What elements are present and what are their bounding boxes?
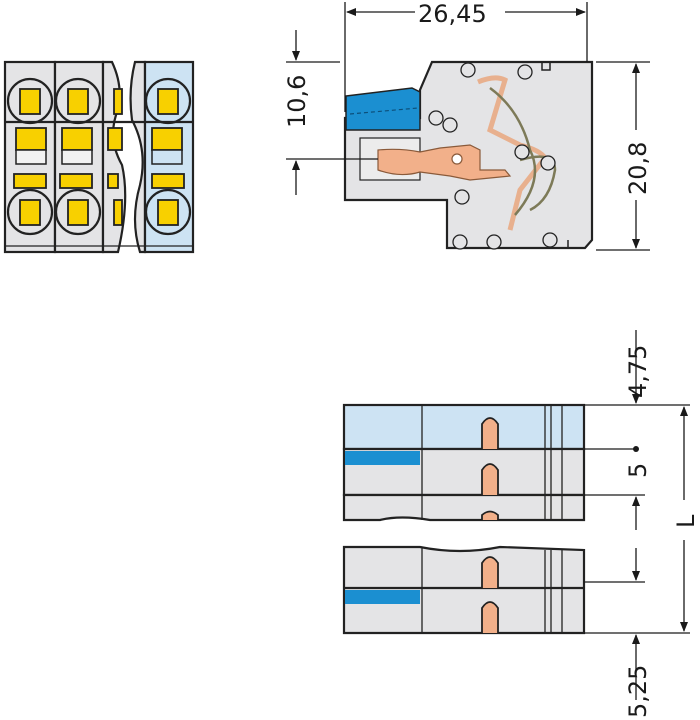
side-view: 26,45 10,6 20,8 — [283, 0, 652, 251]
dim-pin-offset-label: 10,6 — [283, 75, 311, 128]
dim-length-label: L — [672, 514, 700, 528]
dim-height-label: 20,8 — [624, 142, 652, 195]
dim-width-label: 26,45 — [418, 0, 487, 28]
top-view: 4,75 5 L 5,25 — [342, 330, 700, 718]
dim-pitch-label: 5 — [624, 463, 652, 478]
dim-top-offset-label: 4,75 — [624, 345, 652, 398]
dim-bottom-offset-label: 5,25 — [624, 665, 652, 718]
front-view — [3, 60, 195, 254]
